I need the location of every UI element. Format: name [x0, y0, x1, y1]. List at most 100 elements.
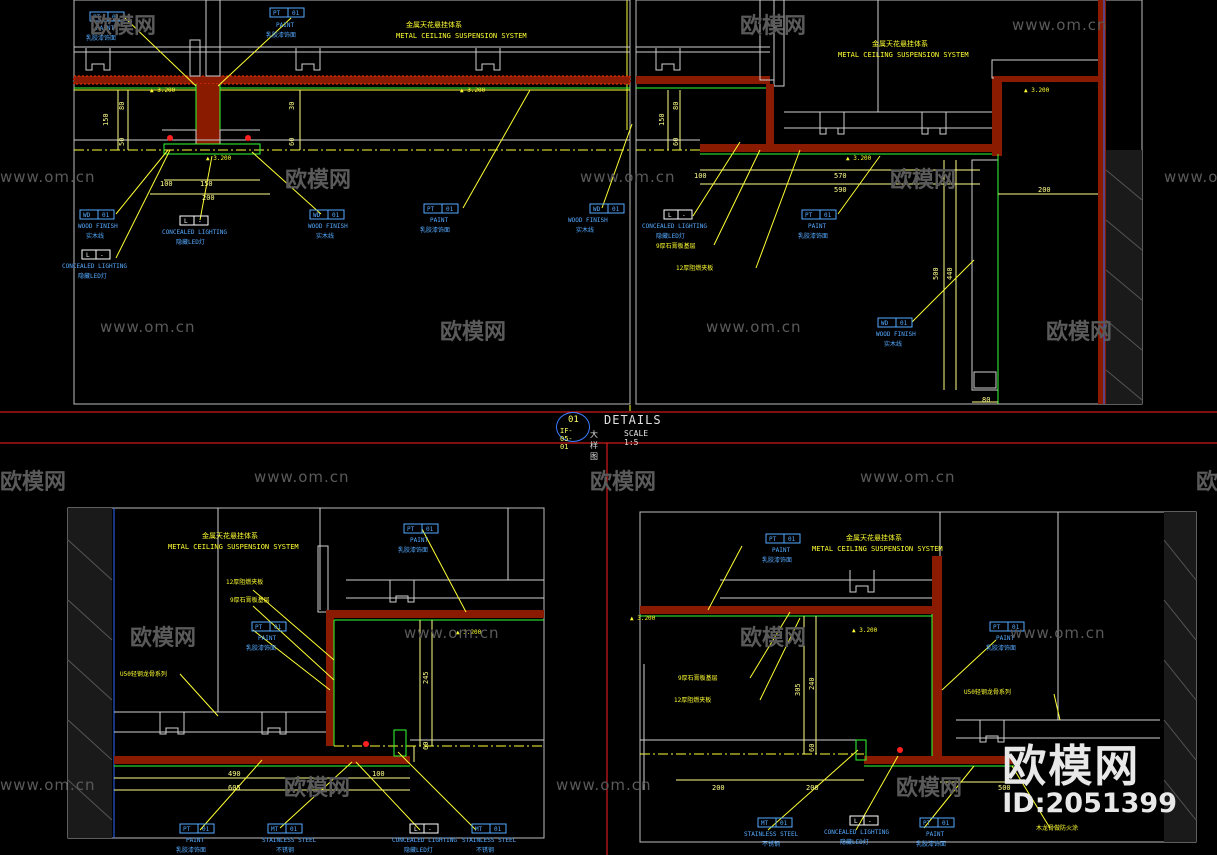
tag-code: L [854, 818, 858, 825]
dim-200: 200 [202, 194, 215, 202]
tag-paint-tl-2: PT 01 PAINT 乳胶漆饰面 [266, 7, 305, 39]
tag-num: 01 [494, 826, 502, 833]
tag-code: PT [993, 624, 1001, 631]
tag-en: PAINT [186, 837, 204, 844]
tag-cn: 不锈钢 [762, 840, 780, 848]
tag-light-br: L - CONCEALED LIGHTING 隐藏LED灯 [824, 815, 889, 846]
detail-scale: SCALE 1:5 [624, 429, 649, 447]
note-plywood: 12厚阻燃夹板 [676, 264, 713, 272]
tag-paint-tr: PT 01 PAINT 乳胶漆饰面 [798, 209, 837, 240]
tag-light-tl-2: L - CONCEALED LIGHTING 隐藏LED灯 [62, 249, 127, 280]
tag-paint-tl-1: PT 01 PAINT 乳胶漆饰面 [86, 11, 125, 42]
tag-num: 01 [900, 320, 908, 327]
level-mark: ▲ 3.200 [1024, 87, 1050, 94]
tag-num: 01 [426, 526, 434, 533]
dim-60: 60 [808, 744, 816, 752]
detail-bottom-left [67, 507, 545, 839]
tag-code: PT [93, 14, 101, 21]
tag-paint-bl-1: PT 01 PAINT 乳胶漆饰面 [398, 523, 439, 554]
tag-en: PAINT [808, 223, 826, 230]
tag-code: L [414, 826, 418, 833]
tag-light-tl-1: L - CONCEALED LIGHTING 隐藏LED灯 [162, 215, 227, 246]
system-label-cn: 金属天花悬挂体系 [202, 531, 258, 540]
note-keel: U50轻钢龙骨系列 [964, 688, 1011, 696]
tag-code: PT [407, 526, 415, 533]
dim-100: 100 [694, 172, 707, 180]
tag-en: PAINT [772, 547, 790, 554]
tag-code: PT [427, 206, 435, 213]
tag-en: STAINLESS STEEL [262, 837, 317, 844]
brand-name: 欧模网 [1002, 741, 1141, 792]
note-keel: U50轻钢龙骨系列 [120, 670, 167, 678]
dim-245: 245 [422, 671, 430, 684]
tag-cn: 隐藏LED灯 [404, 846, 433, 854]
detail-top-left [73, 0, 631, 405]
level-mark: ▲ 3.200 [456, 629, 482, 636]
note-plywood: 12厚阻燃夹板 [226, 578, 263, 586]
dim-240: 240 [808, 677, 816, 690]
level-mark: ▲ 3.200 [206, 155, 232, 162]
dim-100: 100 [372, 770, 385, 778]
tag-cn: 隐藏LED灯 [78, 272, 107, 280]
tag-num: 01 [274, 624, 282, 631]
tag-code: PT [923, 820, 931, 827]
tag-code: L [668, 212, 672, 219]
tag-num: 01 [290, 826, 298, 833]
tag-code: MT [475, 826, 483, 833]
tag-cn: 乳胶漆饰面 [246, 644, 276, 652]
detail-number: 01 [568, 415, 579, 425]
tag-paint-br-2: PT 01 PAINT 乳胶漆饰面 [986, 621, 1025, 652]
tag-paint-br-3: PT 01 PAINT 乳胶漆饰面 [916, 817, 955, 848]
system-label-en: METAL CEILING SUSPENSION SYSTEM [812, 545, 943, 553]
tag-cn: 实木线 [576, 226, 594, 234]
tag-en: CONCEALED LIGHTING [642, 223, 707, 230]
detail-sheet: IF-05-01 [560, 427, 573, 451]
detail-label-cn: 大样图 [590, 430, 598, 461]
dim-30: 30 [288, 102, 296, 110]
detail-top-right [601, 0, 1143, 405]
tag-wood-tl-1: WD 01 WOOD FINISH 实木线 [78, 209, 118, 240]
detail-label: DETAILS [604, 413, 662, 427]
dim-200: 200 [712, 784, 725, 792]
tag-code: WD [593, 206, 601, 213]
tag-cn: 乳胶漆饰面 [398, 546, 428, 554]
tag-num: 01 [942, 820, 950, 827]
tag-code: L [86, 252, 90, 259]
level-mark: ▲ 3.200 [150, 87, 176, 94]
tag-steel-bl-2: MT 01 STAINLESS STEEL 不锈钢 [462, 823, 517, 854]
dim-60: 60 [672, 138, 680, 146]
tag-code: WD [881, 320, 889, 327]
note-fireproof: 木龙骨做防火涂 [1036, 824, 1078, 832]
tag-cn: 隐藏LED灯 [840, 838, 869, 846]
tag-steel-br: MT 01 STAINLESS STEEL 不锈钢 [744, 817, 799, 848]
tag-en: PAINT [430, 217, 448, 224]
tag-en: WOOD FINISH [876, 331, 916, 338]
tag-code: WD [83, 212, 91, 219]
tag-num: 01 [112, 14, 120, 21]
tag-en: CONCEALED LIGHTING [392, 837, 457, 844]
dim-80: 80 [118, 102, 126, 110]
dim-200: 200 [806, 784, 819, 792]
tag-en: PAINT [996, 635, 1014, 642]
tag-wood-tl-2: WD 01 WOOD FINISH 实木线 [308, 209, 348, 240]
dim-150: 150 [200, 180, 213, 188]
tag-steel-bl-1: MT 01 STAINLESS STEEL 不锈钢 [262, 823, 317, 854]
dim-80: 80 [982, 396, 990, 404]
tag-cn: 乳胶漆饰面 [798, 232, 828, 240]
tag-cn: 不锈钢 [276, 846, 294, 854]
system-label-cn: 金属天花悬挂体系 [846, 533, 902, 542]
tag-num: - [198, 218, 202, 225]
tag-light-tr: L - CONCEALED LIGHTING 隐藏LED灯 [642, 209, 707, 240]
tag-en: PAINT [258, 635, 276, 642]
tag-cn: 乳胶漆饰面 [420, 226, 450, 234]
tag-code: PT [769, 536, 777, 543]
tag-num: 01 [102, 212, 110, 219]
tag-cn: 实木线 [316, 232, 334, 240]
tag-cn: 乳胶漆饰面 [176, 846, 206, 854]
dim-440: 440 [946, 267, 954, 280]
tag-num: 01 [788, 536, 796, 543]
tag-paint-tl-3: PT 01 PAINT 乳胶漆饰面 [420, 203, 459, 234]
tag-num: 01 [1012, 624, 1020, 631]
